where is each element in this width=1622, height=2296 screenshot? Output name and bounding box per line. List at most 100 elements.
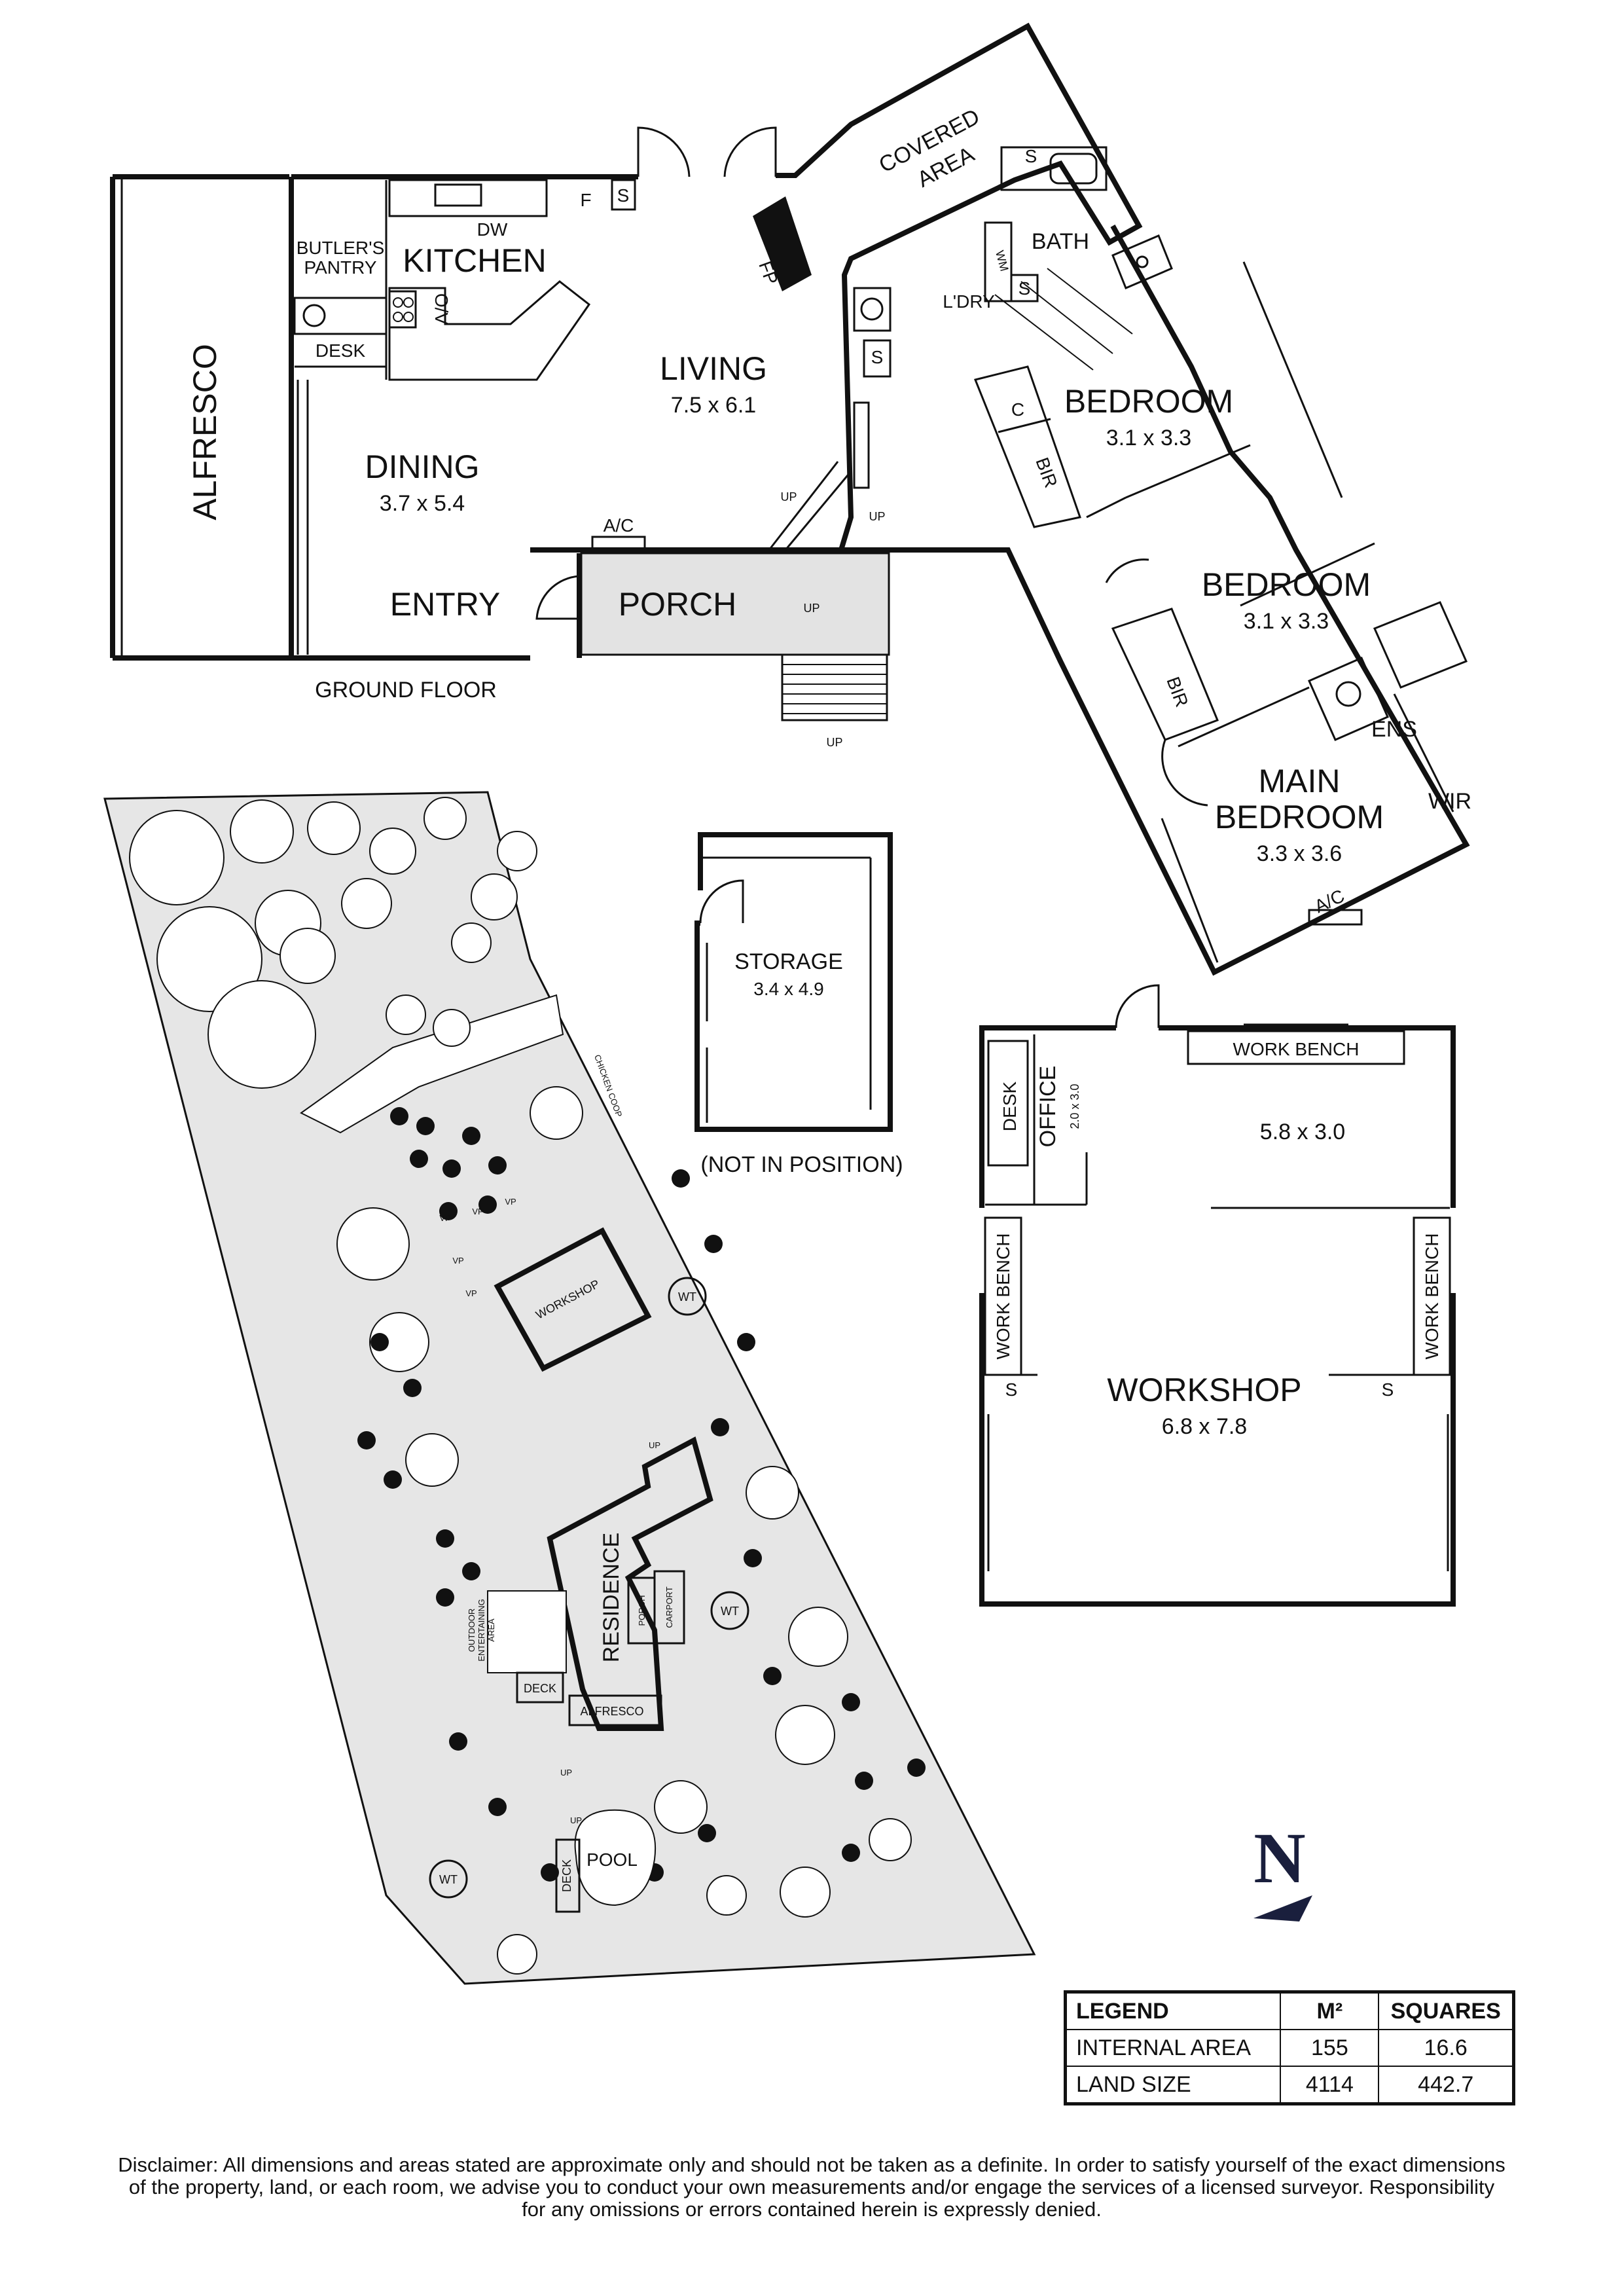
porch-up-label: UP — [803, 602, 820, 615]
bir-2-label: BIR — [1162, 674, 1192, 710]
site-outdoor-label-3: AREA — [486, 1618, 496, 1642]
laundry-label: L'DRY — [943, 291, 995, 312]
legend-row-label: LAND SIZE — [1065, 2066, 1282, 2104]
workshop-plan: WORK BENCH DESK OFFICE 2.0 x 3.0 5.8 x 3… — [979, 984, 1456, 1607]
workshop-dimensions: 6.8 x 7.8 — [1162, 1414, 1247, 1439]
site-deck-pool — [555, 1838, 581, 1913]
desk-label: DESK — [315, 340, 366, 361]
kitchen-bench-top — [388, 179, 548, 217]
site-deck-pool-label: DECK — [560, 1859, 573, 1892]
dining-dimensions: 3.7 x 5.4 — [380, 491, 465, 516]
bedroom-2-dimensions: 3.1 x 3.3 — [1244, 609, 1329, 634]
porch-label: PORCH — [619, 586, 737, 623]
living-stairs-up-label: UP — [780, 490, 797, 503]
kitchen-island — [388, 280, 591, 381]
site-up-label-2: UP — [560, 1768, 572, 1777]
ac-label: A/C — [604, 515, 634, 536]
legend-row-land-size: LAND SIZE 4114 442.7 — [1065, 2066, 1513, 2104]
alfresco-label: ALFRESCO — [187, 344, 223, 520]
fridge-label: F — [580, 190, 591, 210]
storage-dimensions: 3.4 x 4.9 — [753, 979, 823, 999]
dishwasher-label: DW — [477, 219, 508, 240]
butlers-pantry-bench — [293, 297, 387, 335]
storage-not-in-position-note: (NOT IN POSITION) — [700, 1152, 903, 1177]
s-label-kitchen: S — [617, 185, 630, 206]
bath-label: BATH — [1032, 229, 1089, 254]
ac-unit — [591, 536, 646, 551]
site-trees — [129, 797, 912, 1975]
s-label-bath: S — [871, 347, 884, 367]
work-bench-top — [1187, 1030, 1405, 1065]
fridge-space — [611, 179, 636, 211]
site-deck-residence-label: DECK — [524, 1682, 556, 1695]
legend-header-m2: M² — [1280, 1992, 1380, 2030]
disclaimer-line-1: Disclaimer: All dimensions and areas sta… — [118, 2153, 1505, 2176]
disclaimer-line-3: for any omissions or errors contained he… — [522, 2198, 1102, 2221]
main-bedroom-dimensions: 3.3 x 3.6 — [1257, 841, 1342, 866]
legend-row-m2: 4114 — [1280, 2066, 1380, 2104]
site-vp-label-5: VP — [465, 1288, 477, 1298]
site-plan: CHICKEN COOP VP VP VP VP VP WORKSHOP WT … — [103, 791, 1036, 1985]
french-doors-icon — [637, 126, 777, 177]
storage-label: STORAGE — [734, 949, 843, 974]
site-wt-label-3: WT — [439, 1873, 458, 1886]
alfresco-area — [110, 174, 289, 661]
work-bench-top-label: WORK BENCH — [1233, 1039, 1360, 1059]
site-vp-label-4: VP — [452, 1256, 463, 1266]
site-workshop — [494, 1227, 652, 1372]
work-bench-left-label: WORK BENCH — [993, 1233, 1013, 1360]
living-dimensions: 7.5 x 6.1 — [671, 393, 756, 418]
kitchen-label: KITCHEN — [403, 242, 546, 279]
site-outdoor-label-1: OUTDOOR — [467, 1609, 477, 1652]
site-carport-label: CARPORT — [664, 1586, 674, 1628]
water-tank-3 — [429, 1859, 468, 1899]
legend-row-label: INTERNAL AREA — [1065, 2029, 1282, 2067]
legend-row-m2: 155 — [1280, 2029, 1380, 2067]
butlers-pantry-label-1: BUTLER'S — [297, 238, 385, 258]
living-label: LIVING — [660, 350, 767, 387]
water-tank-2 — [710, 1591, 749, 1630]
legend-row-internal-area: INTERNAL AREA 155 16.6 — [1065, 2029, 1513, 2067]
porch-floor — [580, 552, 890, 656]
storage-plan: STORAGE 3.4 x 4.9 (NOT IN POSITION) — [694, 832, 903, 1177]
cooktop-icon — [388, 290, 417, 329]
ground-floor-label: GROUND FLOOR — [315, 678, 497, 702]
site-outdoor-label-2: ENTERTAINING — [477, 1599, 486, 1662]
c-label: C — [1011, 399, 1024, 420]
work-bench-right-label: WORK BENCH — [1422, 1233, 1442, 1360]
dining-label: DINING — [365, 448, 480, 485]
ens-label: ENS — [1371, 717, 1417, 742]
entry-label: ENTRY — [390, 586, 501, 623]
legend-table: LEGEND M² SQUARES INTERNAL AREA 155 16.6… — [1064, 1990, 1515, 2105]
sink-icon — [434, 183, 482, 207]
legend-row-squares: 16.6 — [1378, 2029, 1513, 2067]
office-desk-label: DESK — [1000, 1082, 1020, 1132]
s-label-laundry: S — [1018, 278, 1031, 299]
compass-arrow-icon — [1253, 1895, 1312, 1922]
site-vp-label-3: VP — [505, 1197, 516, 1207]
s-label-workshop-right: S — [1382, 1379, 1394, 1400]
disclaimer-line-2: of the property, land, or each room, we … — [128, 2176, 1495, 2198]
driveway — [300, 994, 564, 1134]
s-label-covered: S — [1025, 146, 1037, 166]
ac-label-main-bedroom: A/C — [1311, 885, 1347, 917]
office-dimensions: 2.0 x 3.0 — [1068, 1084, 1081, 1129]
site-up-label-1: UP — [649, 1440, 660, 1450]
site-residence — [547, 1436, 713, 1731]
office-label: OFFICE — [1036, 1066, 1060, 1148]
bedroom-1-dimensions: 3.1 x 3.3 — [1106, 426, 1191, 450]
site-pool-label: POOL — [586, 1850, 638, 1870]
legend-header-squares: SQUARES — [1378, 1992, 1513, 2030]
upper-room-dimensions: 5.8 x 3.0 — [1260, 1120, 1345, 1144]
bir-1-label: BIR — [1032, 455, 1061, 490]
site-vp-label-2: VP — [472, 1207, 483, 1216]
site-pool — [574, 1809, 657, 1906]
site-carport-outline — [653, 1570, 685, 1645]
compass-north-letter: N — [1253, 1818, 1305, 1898]
site-alfresco-outline — [568, 1694, 662, 1726]
entry-door-icon — [535, 575, 580, 620]
disclaimer-text: Disclaimer: All dimensions and areas sta… — [69, 2154, 1555, 2221]
office-desk — [987, 1040, 1029, 1167]
butlers-pantry-label-2: PANTRY — [304, 257, 377, 278]
